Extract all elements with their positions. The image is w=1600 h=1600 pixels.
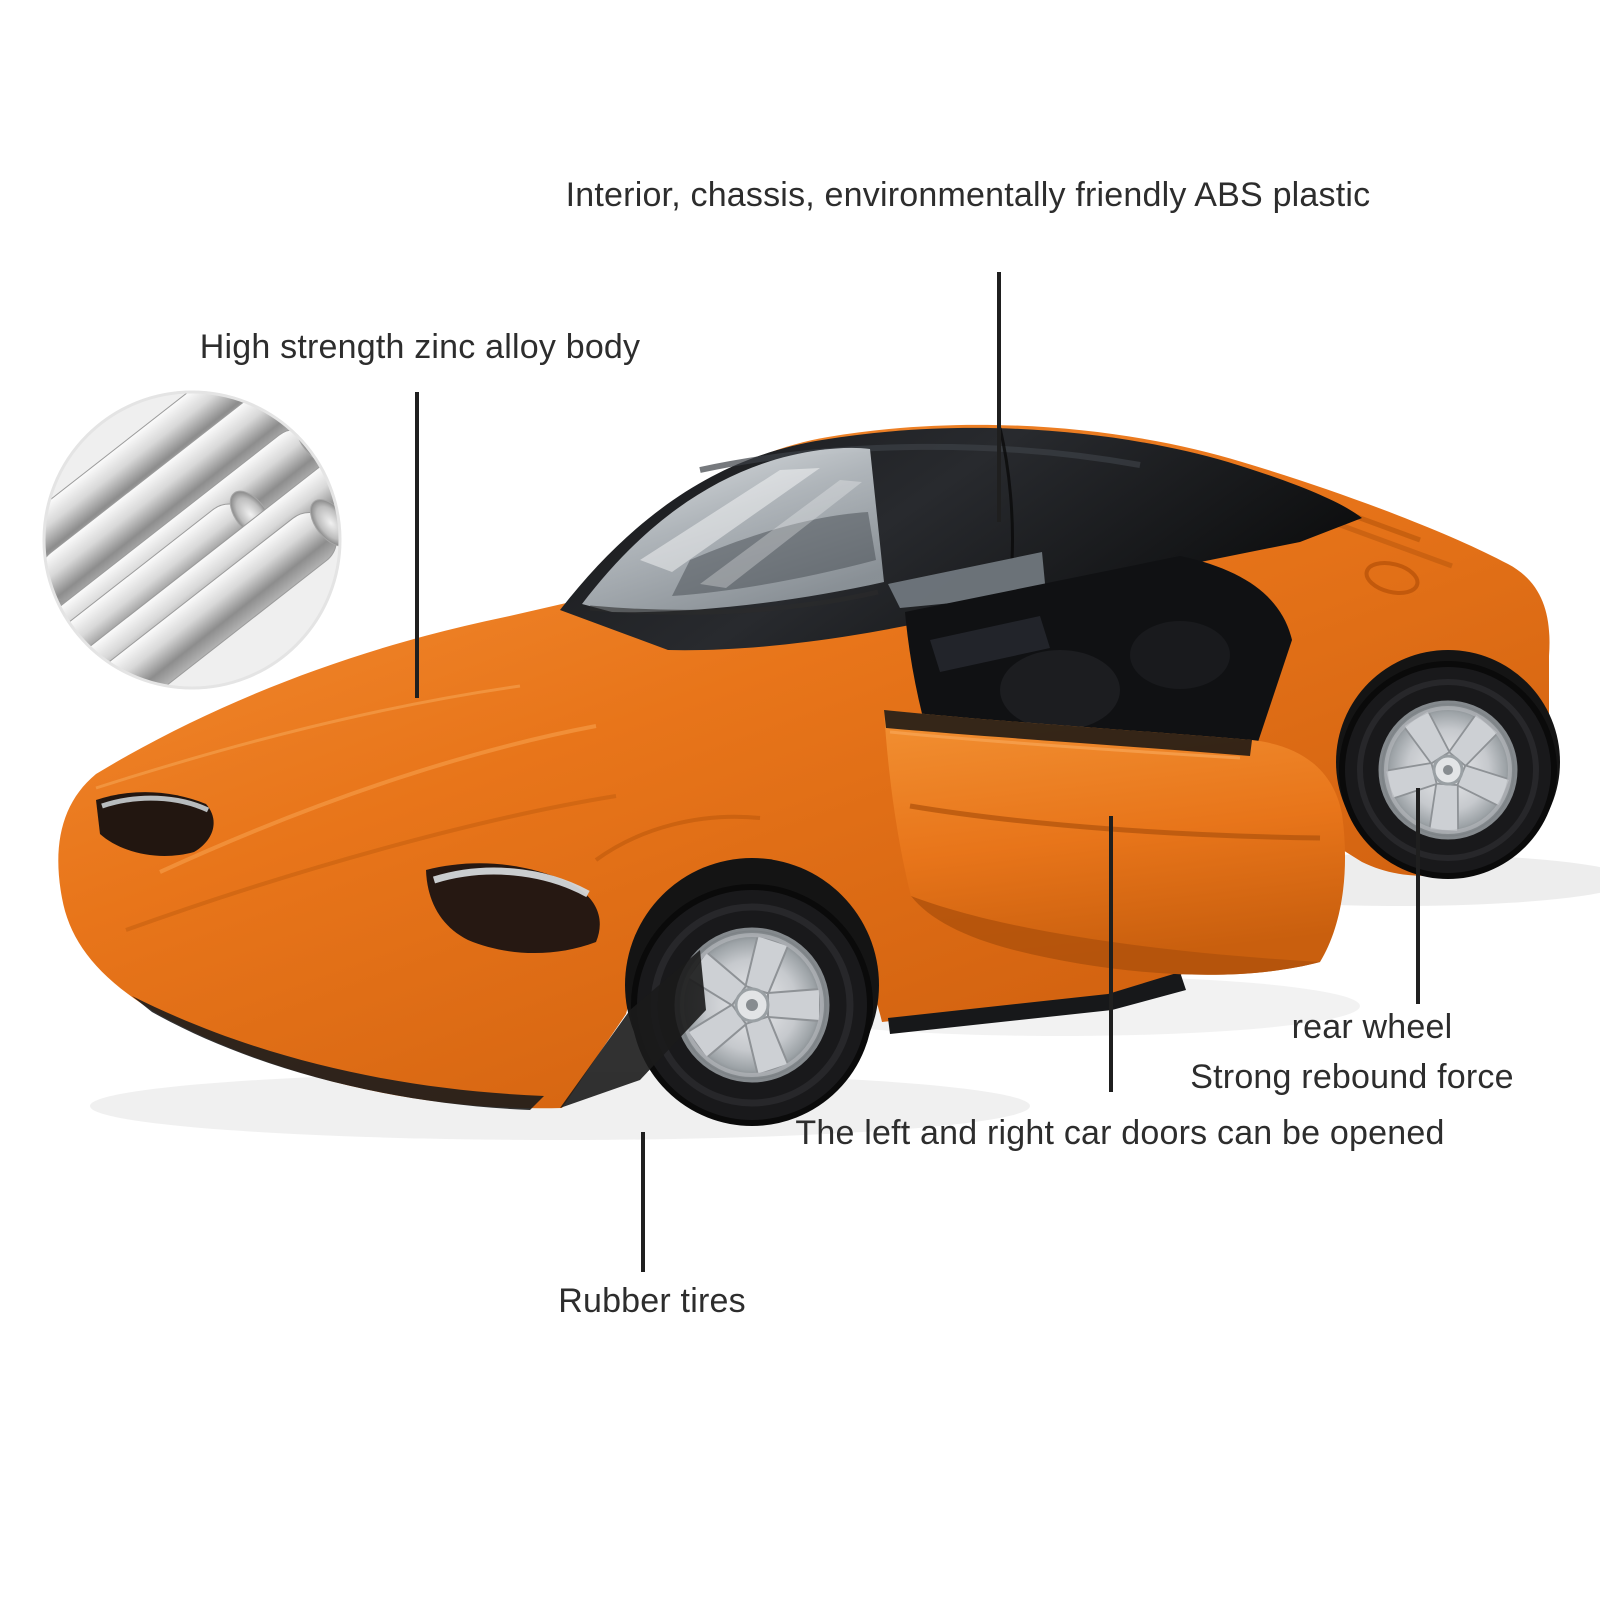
headlights [96, 792, 600, 954]
doors-label: The left and right car doors can be open… [795, 1114, 1445, 1152]
windshield [582, 447, 884, 615]
front-intakes [132, 950, 706, 1110]
abs-plastic-callout-line [997, 272, 1001, 522]
zinc-alloy-callout-line [415, 392, 419, 698]
rocker-panel [888, 972, 1186, 1034]
rear-wheel-label: rear wheel [1291, 1008, 1453, 1046]
rear-wheel [1339, 661, 1557, 879]
doors-callout-line [1109, 816, 1113, 1092]
rebound-force-label: Strong rebound force [1190, 1058, 1514, 1096]
front-wheel [631, 884, 873, 1126]
tires-label: Rubber tires [558, 1282, 746, 1320]
rear-wheel-callout-line [1416, 788, 1420, 1004]
zinc-alloy-label: High strength zinc alloy body [199, 328, 641, 366]
zinc-rods-inset-photo [42, 390, 342, 690]
open-door [884, 710, 1346, 975]
abs-plastic-label: Interior, chassis, environmentally frien… [565, 176, 1371, 214]
tires-callout-line [641, 1132, 645, 1272]
